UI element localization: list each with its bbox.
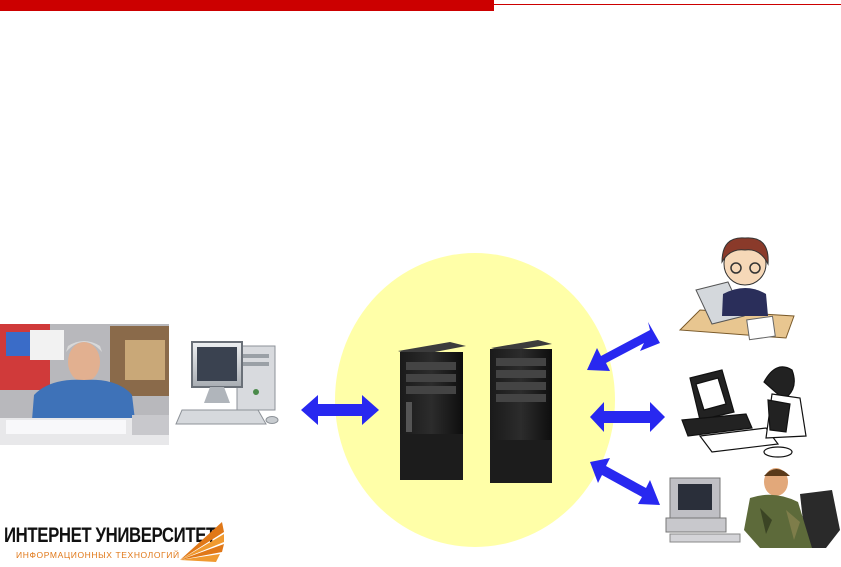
double-arrow-server-user3 <box>590 458 660 505</box>
header-bar <box>0 0 494 11</box>
logo-title: ИНТЕРНЕТ УНИВЕРСИТЕТ <box>4 524 216 547</box>
server-tower-icon <box>398 340 552 483</box>
double-arrow-server-user1 <box>587 322 660 371</box>
user-terminal-icon <box>665 468 840 548</box>
desktop-computer-icon <box>175 341 279 425</box>
logo-subtitle: ИНФОРМАЦИОННЫХ ТЕХНОЛОГИЙ <box>16 550 180 560</box>
author-photo <box>0 324 169 445</box>
logo: ИНТЕРНЕТ УНИВЕРСИТЕТ ИНФОРМАЦИОННЫХ ТЕХН… <box>2 520 232 566</box>
double-arrow-pc-server <box>301 395 379 425</box>
server-zone <box>335 253 615 547</box>
user-workstation-icon <box>681 366 807 458</box>
header-line <box>494 4 841 5</box>
double-arrow-server-user2 <box>590 402 665 432</box>
user-laptop-icon <box>678 237 795 341</box>
logo-fan-icon <box>180 522 224 562</box>
